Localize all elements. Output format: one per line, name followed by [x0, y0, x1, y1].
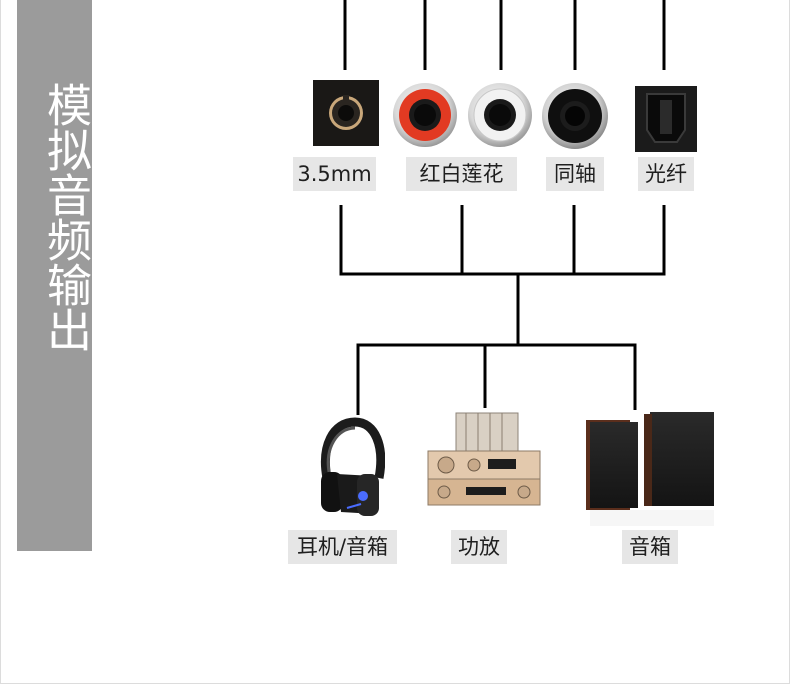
device-label-amplifier: 功放: [451, 530, 507, 564]
rca-red-icon: [393, 83, 457, 147]
jack-3-5mm-icon: [313, 80, 379, 146]
rca-white-icon: [468, 83, 532, 147]
amplifier-icon: [427, 412, 541, 506]
port-label-optical: 光纤: [638, 157, 694, 191]
device-label-speakers: 音箱: [622, 530, 678, 564]
side-banner: 模拟音频输出: [17, 0, 92, 551]
side-title: 模拟音频输出: [39, 82, 92, 352]
port-label-coaxial: 同轴: [546, 157, 604, 191]
port-label-3-5mm: 3.5mm: [293, 157, 376, 191]
coaxial-port-icon: [542, 83, 608, 149]
port-label-rca: 红白莲花: [406, 157, 517, 191]
optical-port-icon: [635, 86, 697, 152]
device-label-headphones: 耳机/音箱: [288, 530, 397, 564]
bookshelf-speakers-icon: [586, 412, 714, 526]
headphones-icon: [320, 417, 385, 516]
